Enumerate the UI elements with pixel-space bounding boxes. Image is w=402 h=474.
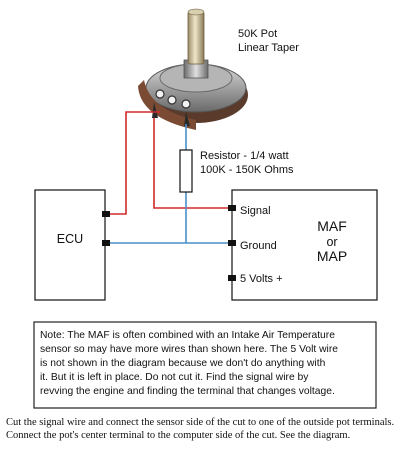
pot-terminal-right (181, 99, 191, 109)
note-line: sensor so may have more wires than shown… (40, 344, 338, 355)
note-text: Note: The MAF is often combined with an … (40, 330, 338, 397)
terminal-signal-label: Signal (240, 205, 271, 217)
resistor-label-value: 100K - 150K Ohms (200, 164, 294, 176)
ecu-signal-pin (102, 211, 110, 217)
ecu-box (34, 189, 106, 301)
maf-label: MAF (317, 218, 347, 234)
pot-terminal-left (155, 89, 165, 99)
note-line: revving the engine and finding the termi… (40, 386, 335, 397)
wires (106, 111, 232, 244)
map-label: MAP (317, 248, 347, 264)
pot-title: 50K Pot (238, 28, 277, 40)
resistor (179, 149, 193, 193)
maf-or-label: or (326, 235, 337, 249)
signal-wire-sensor-side (153, 118, 232, 209)
note-line: is not shown in the diagram because we d… (40, 358, 326, 369)
pot-lug-right (184, 112, 190, 126)
terminal-ground-label: Ground (240, 240, 277, 252)
pot-shaft-tip (187, 8, 205, 16)
pot-shaft (187, 11, 205, 65)
maf-5v-pin (228, 275, 236, 281)
note-box (33, 321, 377, 409)
potentiometer (138, 8, 248, 130)
note-line: it. But it is left in place. Do not cut … (40, 372, 309, 383)
pot-terminal-center (167, 95, 177, 105)
caption: Cut the signal wire and connect the sens… (6, 417, 395, 441)
ecu-ground-pin (102, 240, 110, 246)
maf-signal-pin (228, 205, 236, 211)
terminal-5v-label: 5 Volts + (240, 273, 283, 285)
pot-terminals (155, 89, 191, 109)
ecu-label: ECU (57, 232, 83, 246)
pot-terminal-board (138, 80, 196, 130)
note-line: Note: The MAF is often combined with an … (40, 330, 335, 341)
signal-wire-computer-side (106, 111, 160, 215)
resistor-label-rating: Resistor - 1/4 watt (200, 150, 289, 162)
maf-map-box (231, 189, 378, 301)
pot-subtitle: Linear Taper (238, 42, 299, 54)
maf-ground-pin (228, 240, 236, 246)
pot-lug-left (152, 102, 158, 118)
